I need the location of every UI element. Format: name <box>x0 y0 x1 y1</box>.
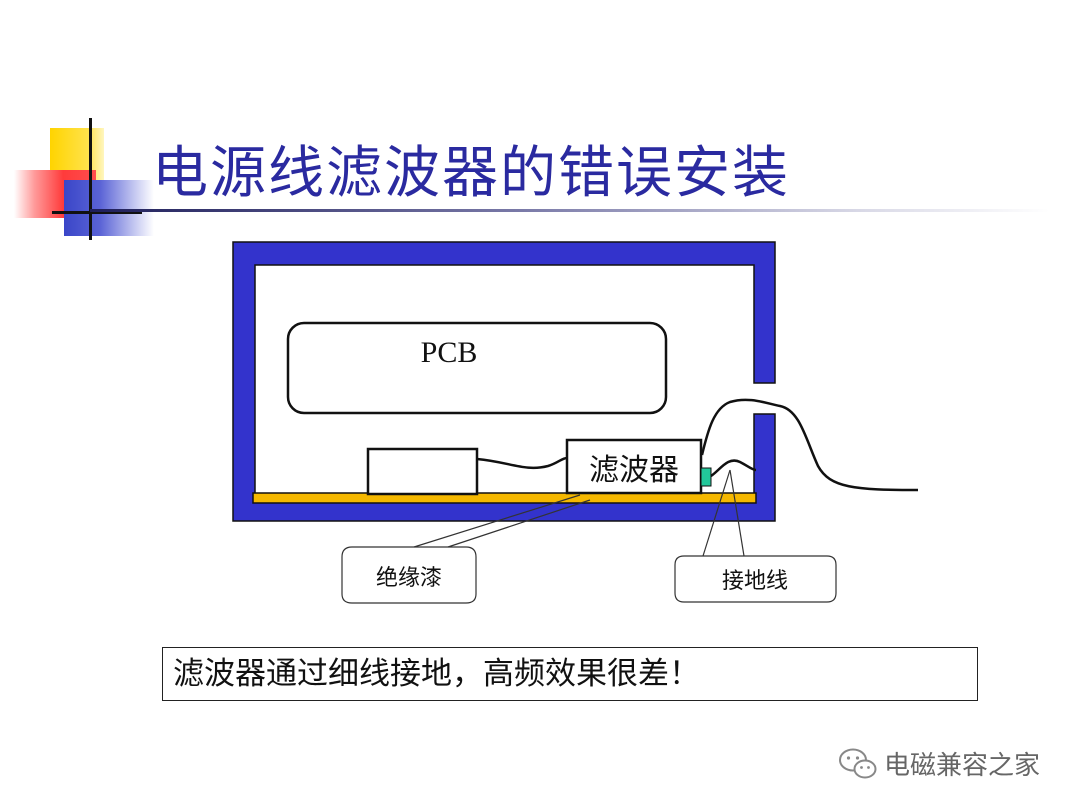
filter-box <box>565 438 703 495</box>
pcb-label: PCB <box>421 336 478 369</box>
caption-text: 滤波器通过细线接地，高频效果很差！ <box>173 656 700 692</box>
insulation-label: 绝缘漆 <box>376 566 442 591</box>
insulation-leader-line <box>413 494 581 548</box>
wechat-icon <box>839 748 877 778</box>
ground-wire-leader-line <box>729 469 745 557</box>
title-decoration-horizontal-line <box>52 211 142 214</box>
ground-wire-label: 接地线 <box>722 569 788 594</box>
pcb-board <box>286 321 668 415</box>
watermark: 电磁兼容之家 <box>838 745 1040 782</box>
title-decoration-blue <box>64 180 154 236</box>
component-box <box>366 447 479 496</box>
ground-wire-leader-line <box>702 469 731 557</box>
ground-clip <box>700 467 712 487</box>
page-title: 电源线滤波器的错误安装 <box>152 141 790 206</box>
power-cable <box>700 398 919 492</box>
watermark-text: 电磁兼容之家 <box>884 751 1041 781</box>
insulation-leader-line <box>447 499 591 548</box>
insulation-callout-box <box>341 546 477 604</box>
ground-wire <box>710 459 757 478</box>
signal-wire <box>476 456 568 470</box>
title-underline <box>90 209 1050 212</box>
ground-wire-callout-box <box>674 555 837 603</box>
title-decoration-vertical-line <box>89 118 92 240</box>
insulation-layer <box>252 492 757 504</box>
caption-box: 滤波器通过细线接地，高频效果很差！ <box>162 647 978 701</box>
filter-label: 滤波器 <box>589 453 679 488</box>
